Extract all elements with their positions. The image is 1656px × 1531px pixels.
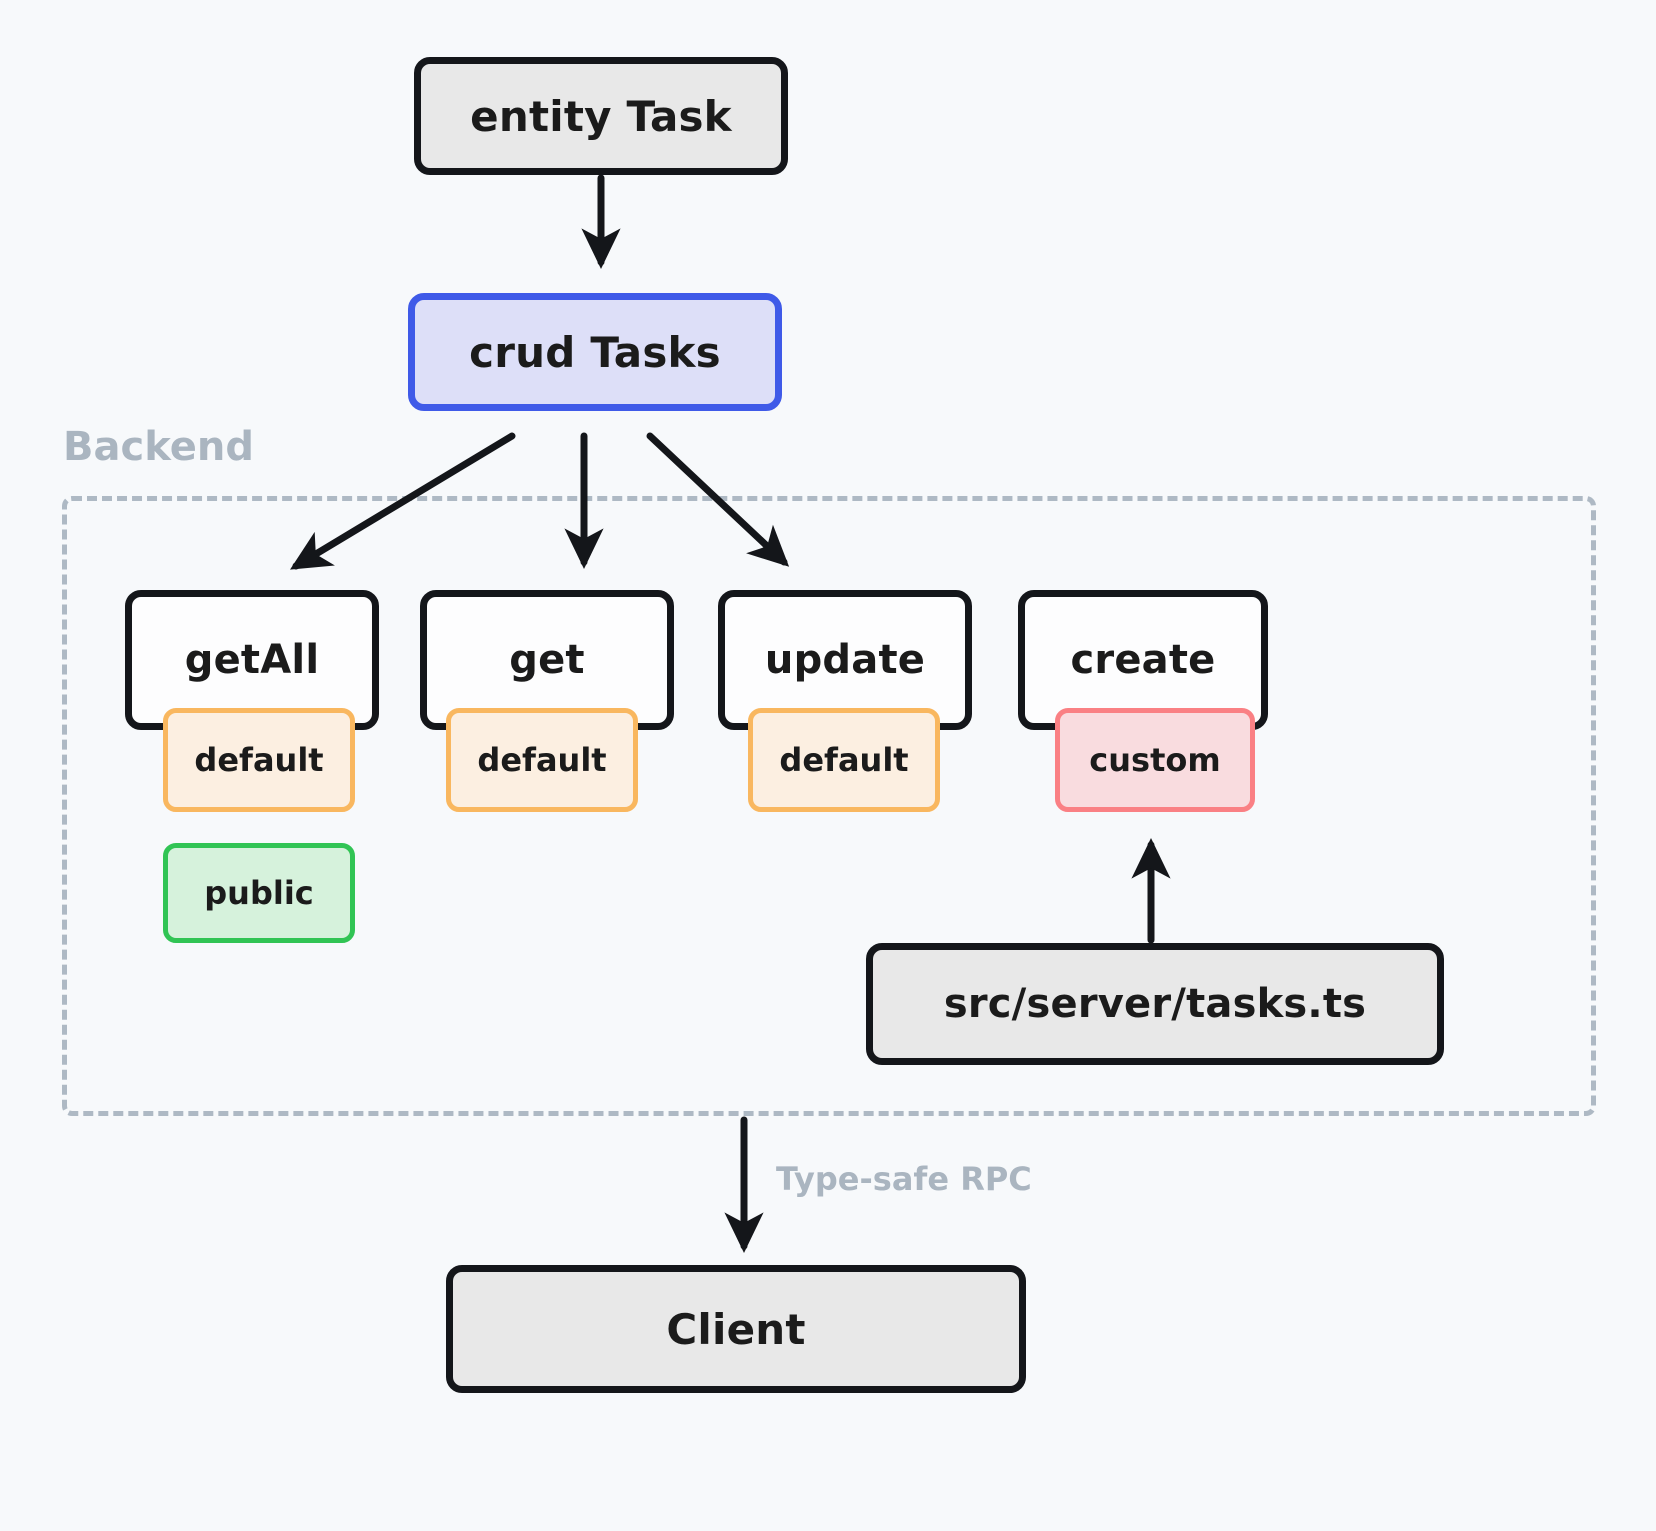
- node-get[interactable]: get: [420, 590, 674, 730]
- node-create[interactable]: create: [1018, 590, 1268, 730]
- group-backend-label: Backend: [63, 424, 254, 470]
- node-update[interactable]: update: [718, 590, 972, 730]
- edge-label-type-safe-rpc: Type-safe RPC: [776, 1160, 1032, 1198]
- node-client-label: Client: [666, 1304, 806, 1354]
- node-getall-label: getAll: [184, 637, 320, 683]
- badge-getall-public-label: public: [204, 874, 314, 912]
- badge-getall-default-label: default: [194, 741, 324, 779]
- node-tasks-file-label: src/server/tasks.ts: [943, 981, 1367, 1027]
- node-create-label: create: [1070, 637, 1216, 683]
- node-crud-tasks-label: crud Tasks: [469, 327, 721, 377]
- node-client[interactable]: Client: [446, 1265, 1026, 1393]
- badge-update-default[interactable]: default: [748, 708, 940, 812]
- badge-get-default[interactable]: default: [446, 708, 638, 812]
- badge-getall-default[interactable]: default: [163, 708, 355, 812]
- group-backend-boundary: [62, 496, 1596, 1116]
- node-update-label: update: [764, 637, 926, 683]
- badge-create-custom[interactable]: custom: [1055, 708, 1255, 812]
- node-crud-tasks[interactable]: crud Tasks: [408, 293, 782, 411]
- badge-get-default-label: default: [477, 741, 607, 779]
- node-entity-task[interactable]: entity Task: [414, 57, 788, 175]
- node-get-label: get: [509, 637, 585, 683]
- node-tasks-file[interactable]: src/server/tasks.ts: [866, 943, 1444, 1065]
- badge-getall-public[interactable]: public: [163, 843, 355, 943]
- badge-update-default-label: default: [779, 741, 909, 779]
- node-entity-task-label: entity Task: [470, 91, 732, 141]
- badge-create-custom-label: custom: [1089, 741, 1221, 779]
